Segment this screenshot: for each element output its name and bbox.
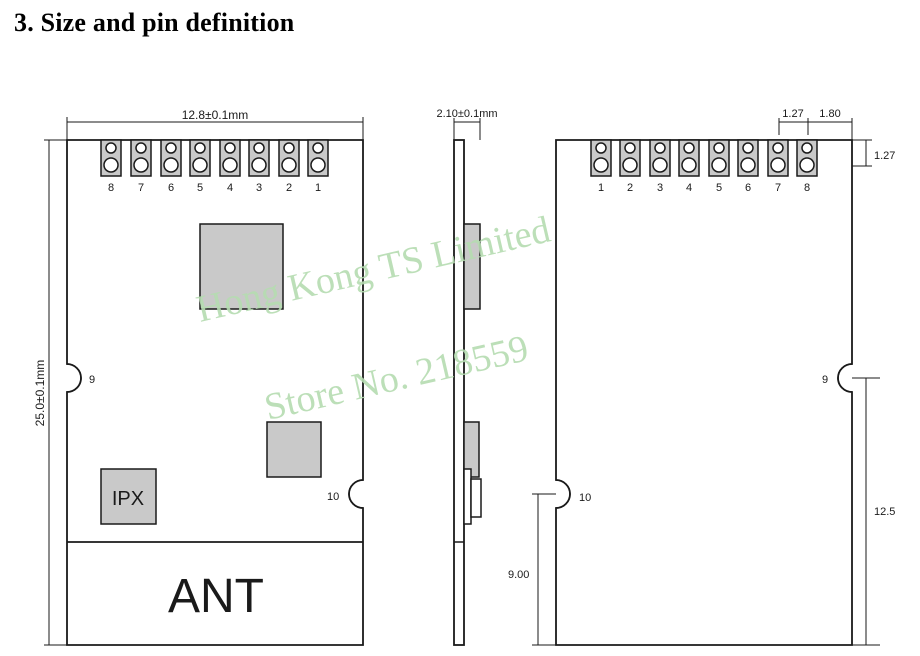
side-ipx-body <box>463 468 472 525</box>
watermark-line-2: Store No. 218559 <box>261 327 533 428</box>
side-board <box>453 139 465 646</box>
pin-pad <box>100 139 122 177</box>
pin-label: 1 <box>315 182 321 194</box>
pin-pad <box>737 139 759 177</box>
dim-12-5-label: 12.5 <box>874 506 895 518</box>
pin-label: 2 <box>627 182 633 194</box>
pin-pad <box>307 139 329 177</box>
pin-pad <box>590 139 612 177</box>
pin-label: 7 <box>775 182 781 194</box>
dim-9-00-label: 9.00 <box>508 569 529 581</box>
thickness-label: 2.10±0.1mm <box>436 108 497 120</box>
back-pad-9-label: 9 <box>822 374 828 386</box>
pin-label: 3 <box>256 182 262 194</box>
pin-label: 4 <box>227 182 233 194</box>
back-view <box>532 118 880 646</box>
pad-9-label: 9 <box>89 374 95 386</box>
width-label: 12.8±0.1mm <box>182 108 249 122</box>
pin-label: 7 <box>138 182 144 194</box>
chip-small <box>266 421 322 478</box>
side-ipx-plug <box>470 478 482 518</box>
back-pad-9-ring <box>837 363 853 393</box>
front-labels: 12.8±0.1mm 25.0±0.1mm 8 7 6 5 4 3 2 1 9 … <box>33 108 339 623</box>
edge-label: 1.80 <box>819 108 840 120</box>
back-pad-10-label: 10 <box>579 492 591 504</box>
pin-height-label: 1.27 <box>874 150 895 162</box>
pin-label: 2 <box>286 182 292 194</box>
pin-label: 6 <box>745 182 751 194</box>
back-pad-10-ring <box>555 479 571 509</box>
pin-pad <box>767 139 789 177</box>
pin-label: 5 <box>716 182 722 194</box>
pin-pad <box>796 139 818 177</box>
pin-label: 8 <box>804 182 810 194</box>
pin-pad <box>160 139 182 177</box>
pin-label: 4 <box>686 182 692 194</box>
back-board-outline <box>555 139 853 646</box>
pin-pad <box>708 139 730 177</box>
pin-label: 5 <box>197 182 203 194</box>
pin-label: 8 <box>108 182 114 194</box>
pin-pad <box>248 139 270 177</box>
pad-10-label: 10 <box>327 491 339 503</box>
pad-9-ring <box>66 363 82 393</box>
pad-10-ring <box>348 479 364 509</box>
pin-pad <box>130 139 152 177</box>
pin-pad <box>678 139 700 177</box>
pin-pad <box>278 139 300 177</box>
pin-pad <box>649 139 671 177</box>
chip-large <box>199 223 284 310</box>
pin-label: 3 <box>657 182 663 194</box>
back-labels: 1.27 1.80 1.27 1 2 3 4 5 6 7 8 9 10 9.00… <box>508 108 895 581</box>
pin-label: 1 <box>598 182 604 194</box>
height-label: 25.0±0.1mm <box>33 360 47 427</box>
front-view <box>44 117 364 646</box>
pin-pad <box>219 139 241 177</box>
ipx-label: IPX <box>112 488 144 510</box>
pin-label: 6 <box>168 182 174 194</box>
pin-pad <box>619 139 641 177</box>
pitch-label: 1.27 <box>782 108 803 120</box>
pin-pad <box>189 139 211 177</box>
back-pin-header <box>590 139 818 177</box>
side-view <box>453 118 482 646</box>
ipx-connector <box>100 468 157 525</box>
side-chip-large <box>463 223 481 310</box>
antenna-label: ANT <box>168 570 264 623</box>
front-pin-header <box>100 139 329 177</box>
page-title: 3. Size and pin definition <box>14 8 295 37</box>
